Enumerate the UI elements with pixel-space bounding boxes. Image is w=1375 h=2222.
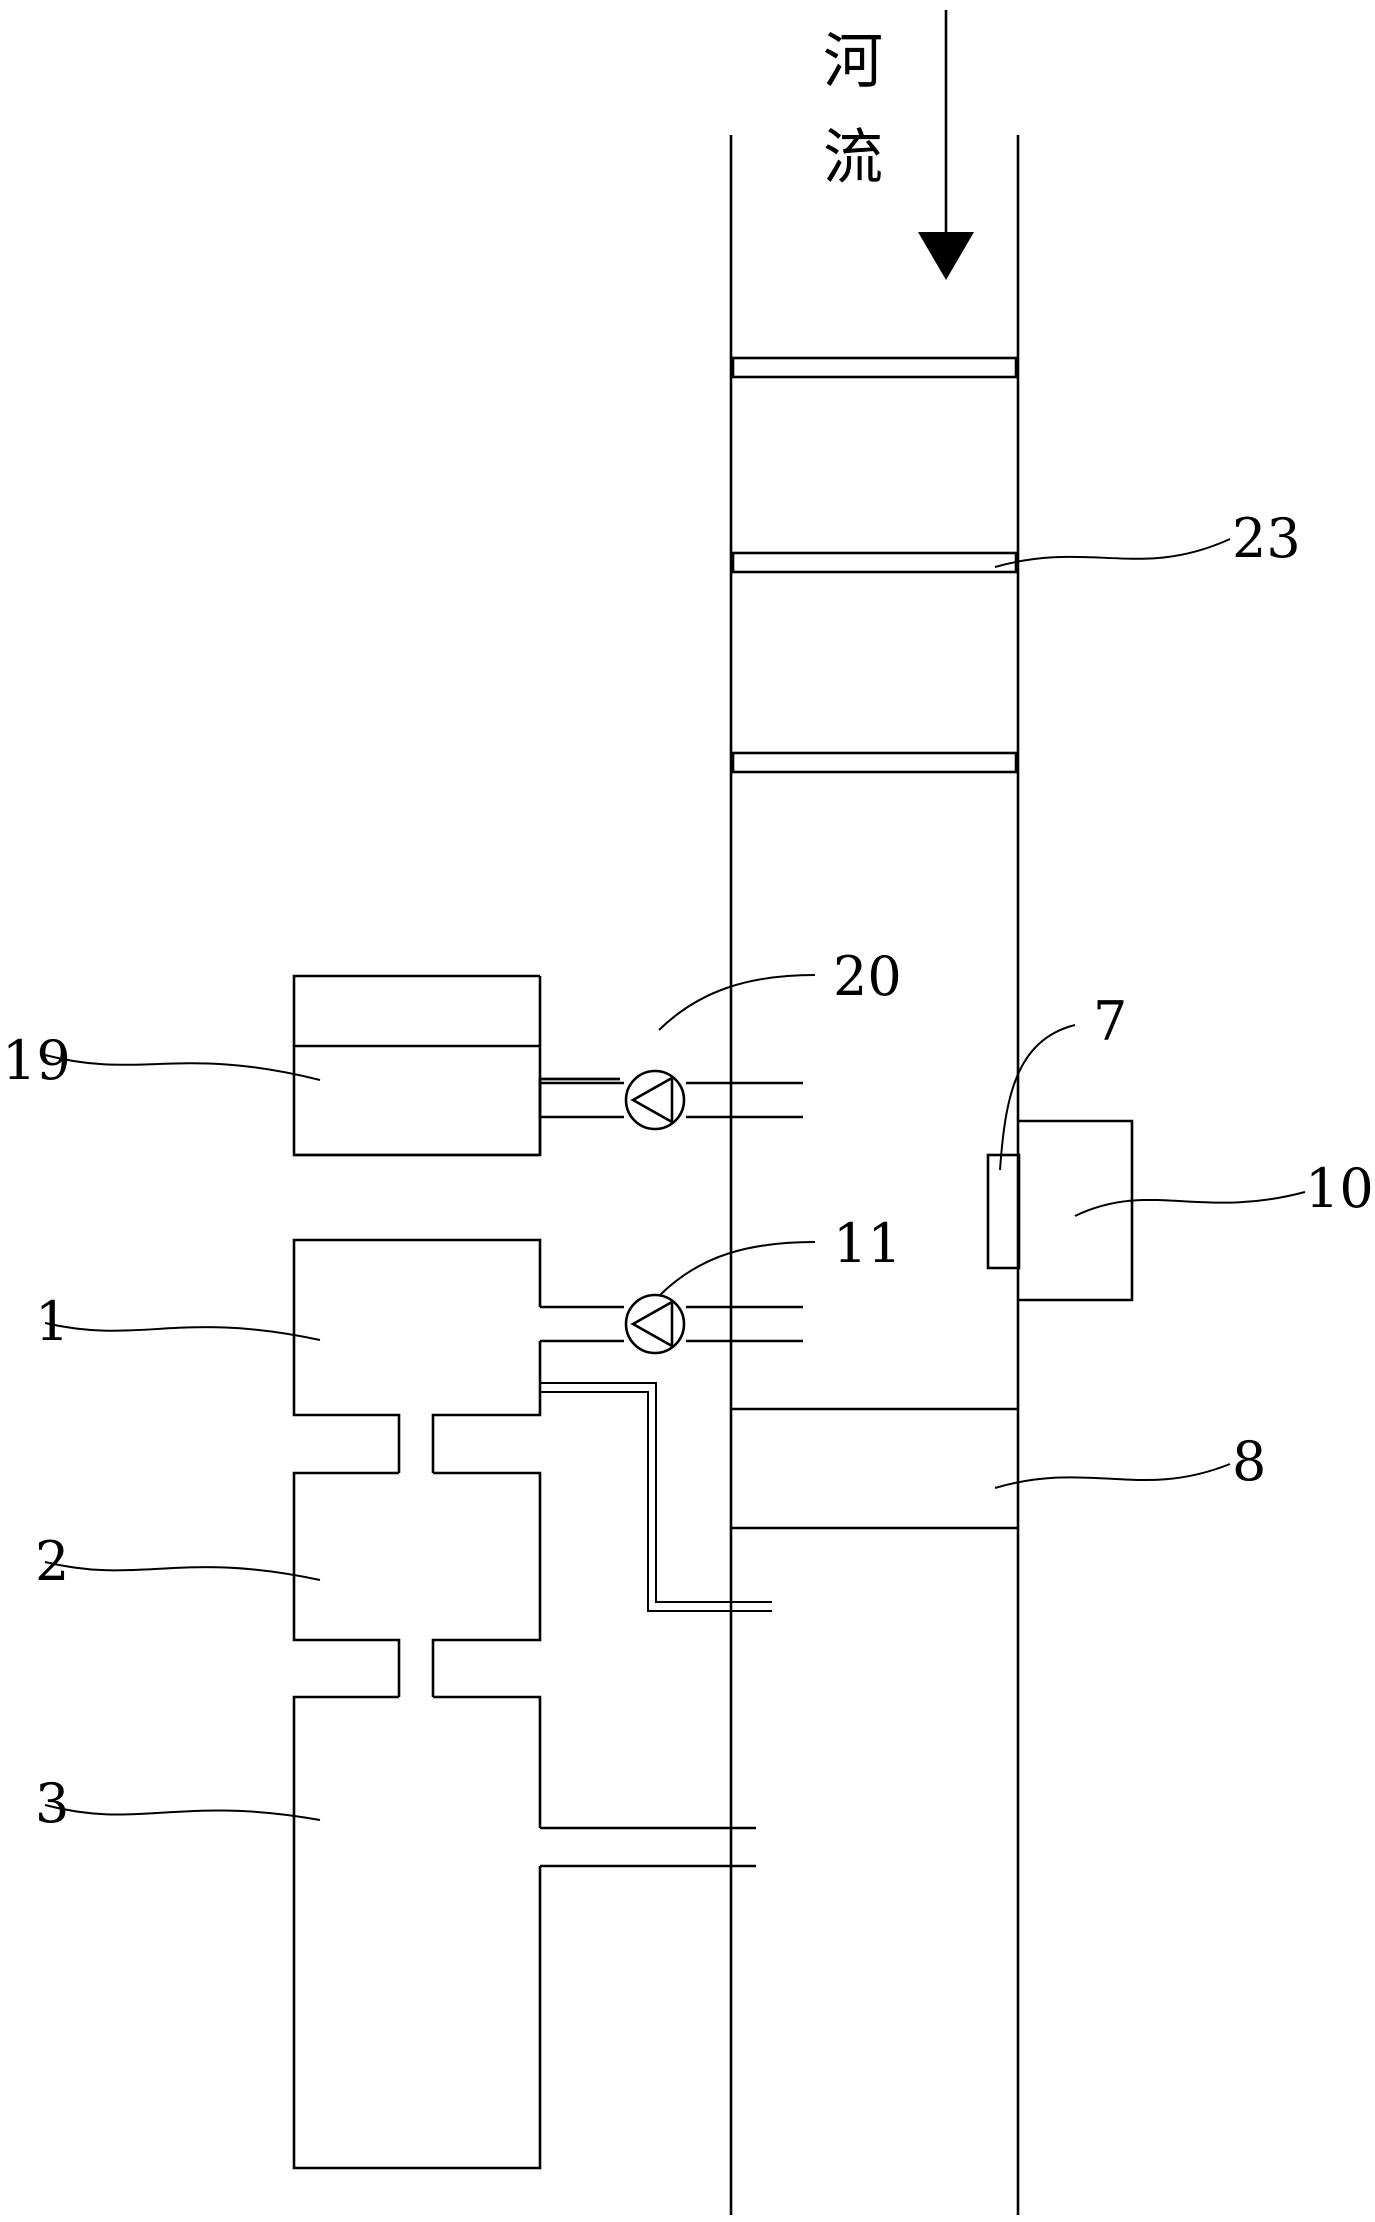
leader-23 (994, 538, 1231, 568)
leader-7 (999, 1024, 1076, 1171)
flow-arrow-head (918, 232, 974, 280)
sensor-7 (986, 1153, 1021, 1270)
unit-1-outline-right (431, 1349, 542, 1473)
pump-20-icon (624, 1069, 686, 1131)
barrier-3 (731, 751, 1018, 774)
unit-19-box (292, 1044, 620, 1157)
pump-11-triangle (630, 1299, 674, 1349)
unit-2-outline-right (431, 1471, 542, 1697)
flow-label-line1: 河 (823, 27, 883, 97)
unit-2-outline-left (292, 1471, 401, 1697)
label-1: 1 (35, 1290, 69, 1353)
label-7: 7 (1093, 990, 1127, 1053)
label-8: 8 (1232, 1430, 1266, 1493)
leader-2 (44, 1561, 321, 1581)
label-10: 10 (1305, 1157, 1374, 1220)
box-10 (1018, 1119, 1134, 1302)
return-line-outer (540, 1382, 772, 1603)
leader-19 (44, 1054, 321, 1081)
return-line-inner (540, 1391, 772, 1612)
label-2: 2 (35, 1530, 69, 1593)
label-20: 20 (833, 945, 902, 1008)
unit-3-outline-right (433, 1695, 542, 1828)
leader-20 (658, 974, 816, 1031)
flow-label-line2: 流 (823, 123, 883, 193)
label-23: 23 (1232, 507, 1301, 570)
unit-19-top (292, 974, 540, 1046)
pump-20-triangle (630, 1075, 674, 1125)
label-11: 11 (833, 1212, 902, 1275)
unit-3-outline-left (292, 1695, 542, 2170)
pump-11-icon (624, 1293, 686, 1355)
unit-1-outline-left (292, 1238, 542, 1473)
label-3: 3 (35, 1772, 69, 1835)
barrier-2 (731, 551, 1018, 574)
leader-8 (994, 1463, 1231, 1489)
leader-10 (1074, 1191, 1306, 1217)
leader-1 (44, 1322, 321, 1341)
label-19: 19 (2, 1029, 71, 1092)
leader-3 (44, 1804, 321, 1821)
barrier-1 (731, 356, 1018, 379)
leader-11 (658, 1241, 816, 1297)
